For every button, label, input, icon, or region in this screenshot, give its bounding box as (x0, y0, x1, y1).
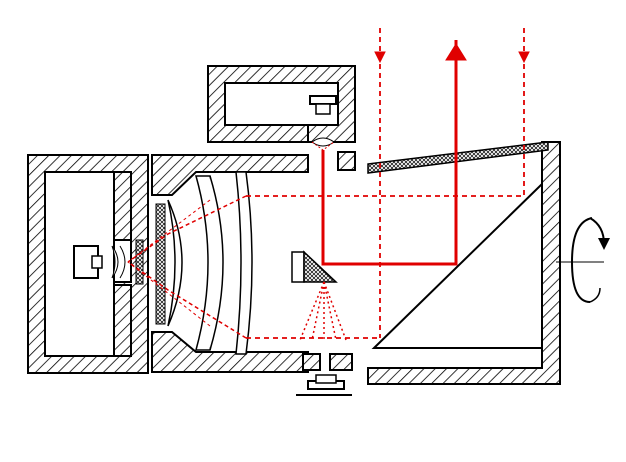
top-housing (207, 65, 356, 171)
beam-paths (127, 28, 530, 341)
window-plate (367, 141, 549, 174)
filter-plate (135, 239, 144, 285)
bottom-housing (296, 353, 353, 396)
source-mount (309, 95, 337, 105)
emitter-rays (299, 281, 347, 341)
scan-mirror-housing (367, 141, 561, 385)
detector-housing (27, 154, 149, 374)
beam-splitter-prism (291, 250, 338, 283)
lens-barrel (151, 154, 309, 373)
filter-mesh (155, 203, 166, 325)
lens-group (167, 171, 253, 355)
scan-mirror (371, 181, 543, 349)
rotation-arrow-icon (556, 217, 610, 303)
outgoing-beam (321, 40, 458, 266)
